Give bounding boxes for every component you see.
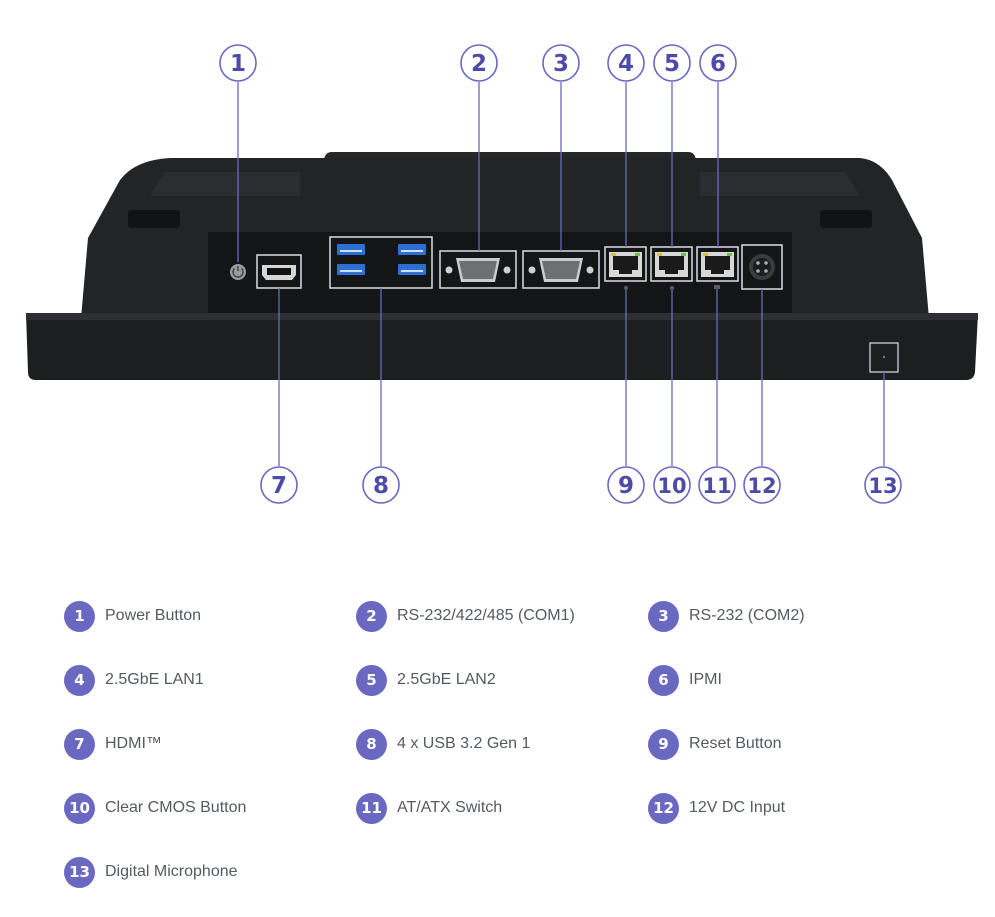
callout-number: 4 [618,51,634,77]
callout-marker-12: 12 [743,466,781,504]
callout-circle [653,466,691,504]
callout-circle [219,44,257,82]
callout-circle [260,466,298,504]
callout-marker-5: 5 [653,44,691,82]
callout-circle [743,466,781,504]
callout-marker-11: 11 [698,466,736,504]
callout-circle [699,44,737,82]
callout-circle [607,466,645,504]
atx-switch [714,285,720,289]
callout-number: 12 [747,474,776,498]
callout-number: 9 [618,473,634,499]
callout-marker-2: 2 [460,44,498,82]
callout-number: 13 [868,474,897,498]
callout-circle [653,44,691,82]
callout-number: 6 [710,51,726,77]
callout-circle [542,44,580,82]
callout-circle [864,466,902,504]
leader-lines [237,82,885,466]
callout-marker-6: 6 [699,44,737,82]
callout-number: 11 [702,474,731,498]
reset-pinhole [624,286,628,290]
callout-marker-4: 4 [607,44,645,82]
rj45-port-icon [650,246,693,282]
callout-marker-10: 10 [653,466,691,504]
rj45-port-icon [696,246,739,282]
callout-marker-13: 13 [864,466,902,504]
power-icon [230,264,246,280]
dc-power-jack-icon [741,244,783,290]
rj45-port-icon [604,246,647,282]
callout-circle [607,44,645,82]
callout-marker-3: 3 [542,44,580,82]
callout-marker-1: 1 [219,44,257,82]
callout-number: 2 [471,51,487,77]
callout-marker-9: 9 [607,466,645,504]
callout-circle [698,466,736,504]
callout-circle [362,466,400,504]
db9-serial-port-icon [522,250,600,289]
callout-number: 8 [373,473,389,499]
callout-number: 7 [271,473,287,499]
callout-circle [460,44,498,82]
callout-number: 1 [230,51,246,77]
usb-port-icon [329,236,433,289]
callout-number: 5 [664,51,680,77]
cmos-pinhole [670,286,674,290]
io-ports [230,236,899,373]
callout-marker-7: 7 [260,466,298,504]
callout-number: 10 [657,474,686,498]
device-body [26,152,978,380]
db9-serial-port-icon [439,250,517,289]
callout-number: 3 [553,51,569,77]
callout-marker-8: 8 [362,466,400,504]
